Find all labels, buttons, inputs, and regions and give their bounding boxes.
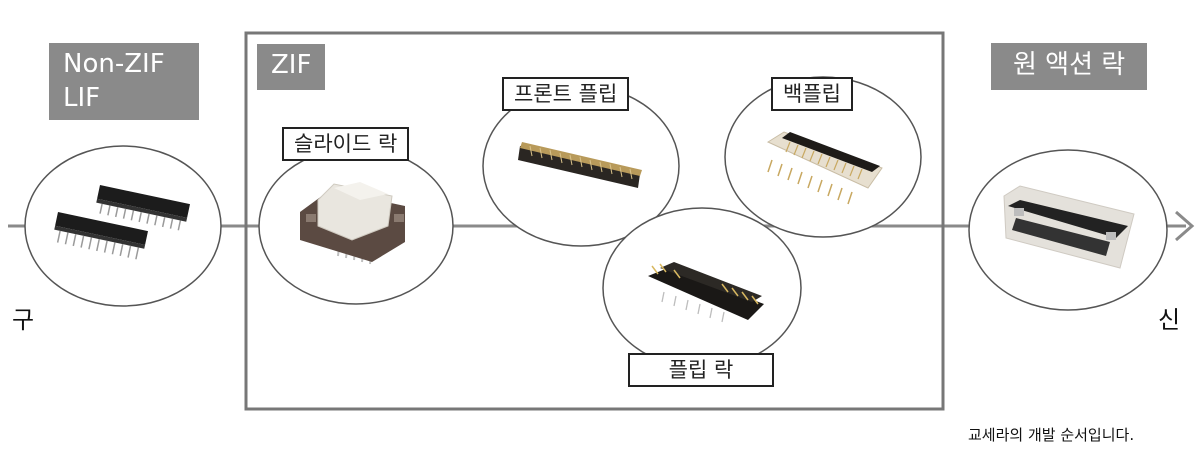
zif-label: ZIF — [257, 44, 326, 90]
one-action-lock-connector-image — [1003, 185, 1135, 269]
lif-label-line2: LIF — [63, 83, 101, 113]
slide-lock-connector-image — [300, 182, 405, 265]
non-zif-lif-label: Non-ZIF LIF — [49, 43, 199, 120]
slide-lock-label: 슬라이드 락 — [282, 127, 410, 161]
development-order-footnote: 교세라의 개발 순서입니다. — [968, 426, 1135, 444]
timeline-start-label: 구 — [12, 306, 35, 334]
back-flip-label: 백플립 — [771, 77, 853, 111]
non-zif-connector-image — [54, 185, 190, 260]
back-flip-connector-image — [766, 131, 883, 205]
flip-lock-connector-image — [648, 262, 764, 323]
timeline-end-label: 신 — [1158, 306, 1181, 334]
front-flip-connector-image — [518, 142, 642, 188]
flip-lock-label: 플립 락 — [628, 353, 774, 387]
one-action-lock-label: 원 액션 락 — [991, 43, 1148, 90]
non-zif-label-line1: Non-ZIF — [63, 49, 165, 79]
front-flip-label: 프론트 플립 — [502, 77, 630, 111]
zif-group-frame — [244, 31, 945, 411]
